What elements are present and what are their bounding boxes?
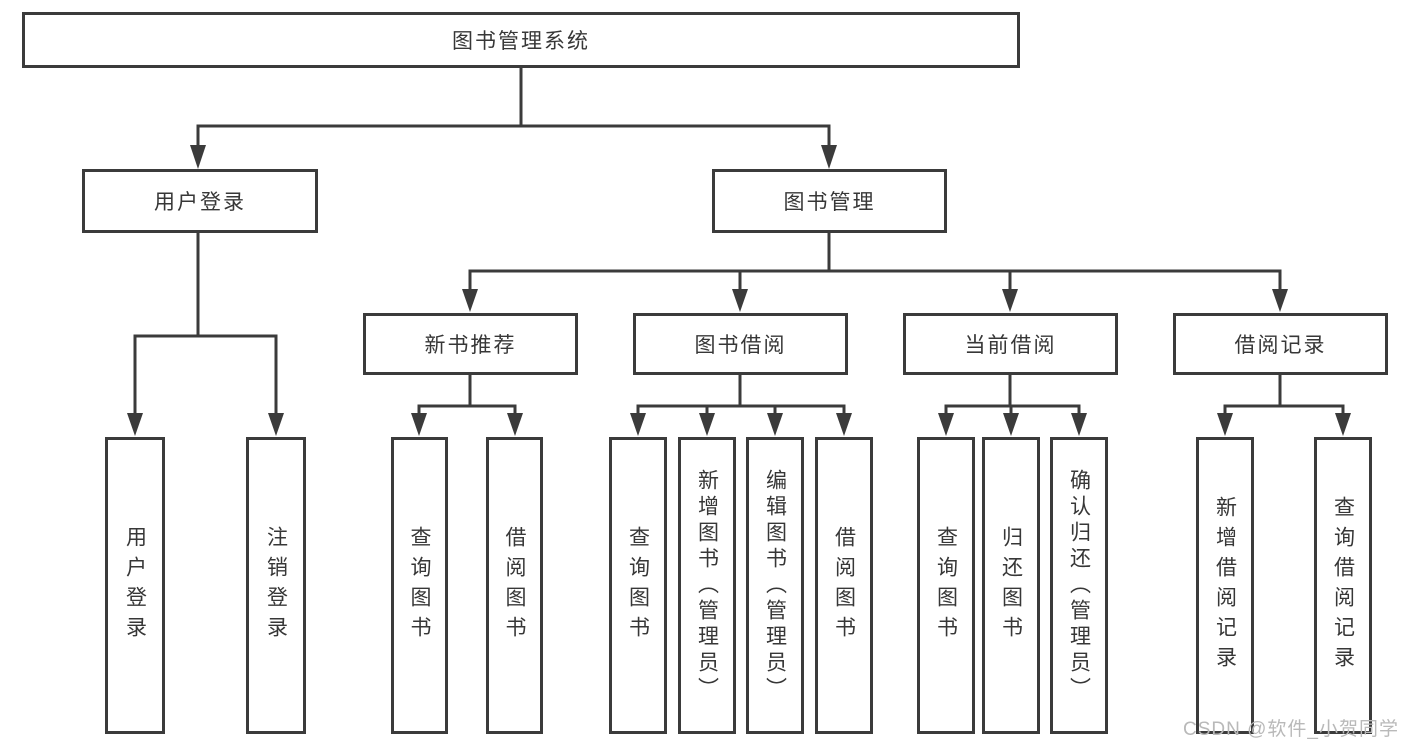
node-user-login-label: 用户登录 — [154, 191, 246, 214]
csdn-watermark: CSDN @软件_小贺同学 — [1183, 719, 1399, 740]
leaf-query-book-recommend: 查询图书 — [391, 437, 448, 734]
leaf-edit-book-admin-label: 编辑图书（管理员） — [763, 468, 787, 703]
leaf-borrow-book-label: 借阅图书 — [832, 525, 856, 646]
leaf-query-book-borrow-label: 查询图书 — [626, 525, 650, 646]
tree-edges — [133, 68, 1345, 416]
leaf-edit-book-admin: 编辑图书（管理员） — [746, 437, 804, 734]
leaf-borrow-book: 借阅图书 — [815, 437, 873, 734]
node-current-borrow: 当前借阅 — [903, 313, 1118, 375]
leaf-confirm-return-admin: 确认归还（管理员） — [1050, 437, 1108, 734]
leaf-query-book-borrow: 查询图书 — [609, 437, 667, 734]
leaf-query-book-current: 查询图书 — [917, 437, 975, 734]
leaf-query-borrow-record-label: 查询借阅记录 — [1331, 495, 1355, 676]
leaf-user-login: 用户登录 — [105, 437, 165, 734]
leaf-logout: 注销登录 — [246, 437, 306, 734]
node-borrow-records: 借阅记录 — [1173, 313, 1388, 375]
leaf-query-book-recommend-label: 查询图书 — [408, 525, 431, 646]
node-user-login: 用户登录 — [82, 169, 318, 233]
leaf-borrow-book-recommend: 借阅图书 — [486, 437, 543, 734]
leaf-borrow-book-recommend-label: 借阅图书 — [503, 525, 526, 646]
node-current-borrow-label: 当前借阅 — [964, 334, 1057, 357]
leaf-return-book-label: 归还图书 — [999, 525, 1023, 646]
leaf-add-book-admin-label: 新增图书（管理员） — [695, 468, 719, 703]
node-book-management-label: 图书管理 — [783, 191, 876, 214]
leaf-confirm-return-admin-label: 确认归还（管理员） — [1067, 468, 1091, 703]
node-new-book-recommend: 新书推荐 — [363, 313, 578, 375]
node-book-borrow: 图书借阅 — [633, 313, 848, 375]
leaf-logout-label: 注销登录 — [264, 525, 288, 646]
leaf-add-borrow-record: 新增借阅记录 — [1196, 437, 1254, 734]
leaf-add-book-admin: 新增图书（管理员） — [678, 437, 736, 734]
node-root-label: 图书管理系统 — [452, 30, 590, 53]
node-book-borrow-label: 图书借阅 — [694, 334, 787, 357]
node-root: 图书管理系统 — [22, 12, 1020, 68]
leaf-return-book: 归还图书 — [982, 437, 1040, 734]
node-borrow-records-label: 借阅记录 — [1234, 334, 1327, 357]
leaf-user-login-label: 用户登录 — [123, 525, 147, 646]
node-new-book-recommend-label: 新书推荐 — [424, 334, 517, 357]
leaf-add-borrow-record-label: 新增借阅记录 — [1213, 495, 1237, 676]
leaf-query-book-current-label: 查询图书 — [934, 525, 958, 646]
arrowheads — [127, 145, 1351, 436]
leaf-query-borrow-record: 查询借阅记录 — [1314, 437, 1372, 734]
node-book-management: 图书管理 — [712, 169, 947, 233]
